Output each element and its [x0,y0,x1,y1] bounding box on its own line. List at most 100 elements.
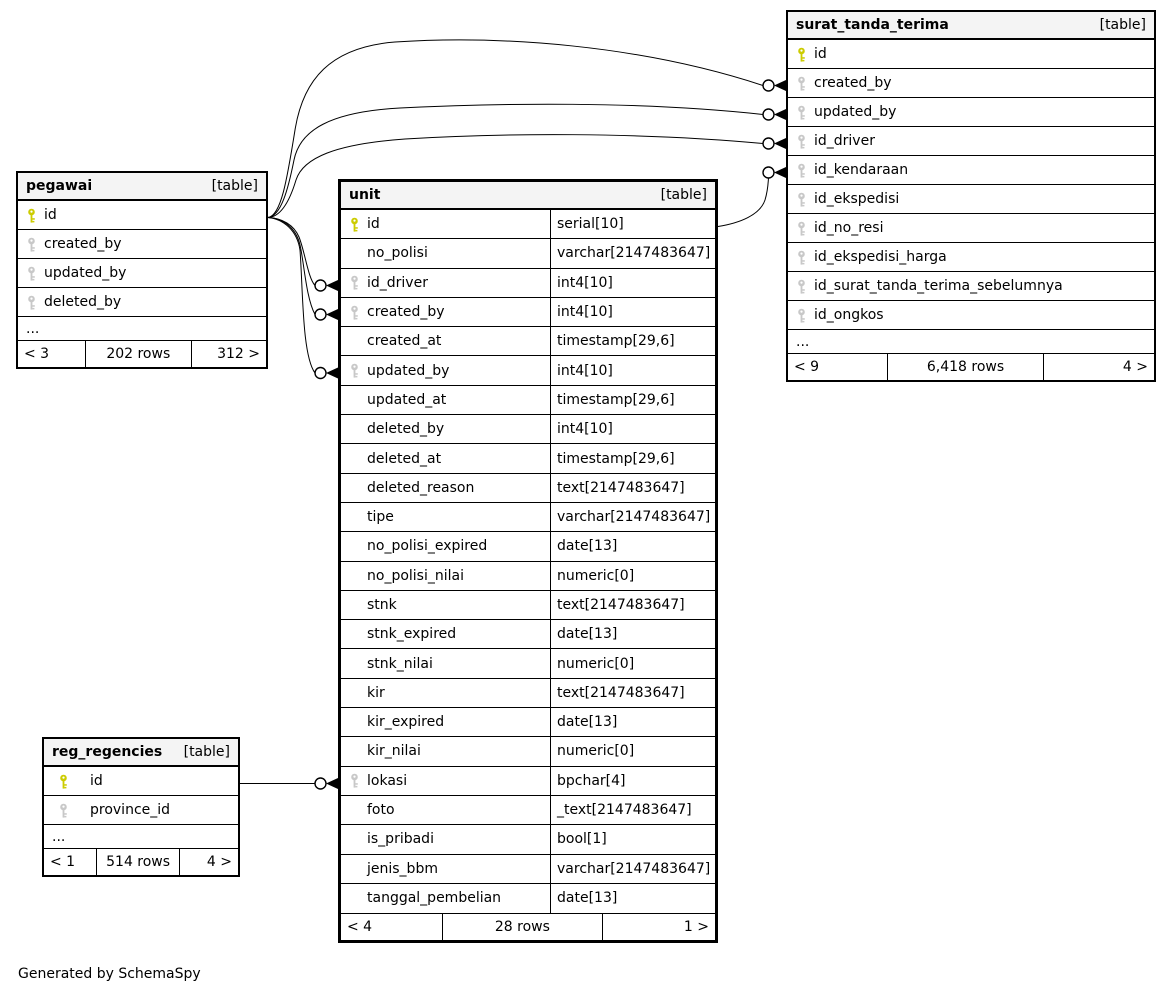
table-header-unit[interactable]: unit [table] [341,182,715,210]
foreign-key-icon [795,279,807,294]
table-header-pegawai[interactable]: pegawai [table] [18,173,266,201]
fk-edge-pegawai-id-to-unit-updated_by [267,217,338,380]
column-name-cell: id [341,210,550,238]
column-type: serial[10] [550,210,715,239]
fk-line [267,217,316,374]
column-name-cell: tanggal_pembelian [341,884,550,913]
column-name: updated_by [814,104,897,120]
column-name: created_by [367,304,445,321]
column-name-cell: kir_expired [341,708,550,736]
column-name: no_polisi_nilai [367,567,464,584]
primary-key-icon [795,47,807,62]
footer-row-count: 514 rows [96,849,180,875]
fk-line [267,134,764,218]
footer-parents-count: 312 > [217,346,260,362]
column-type: varchar[2147483647] [550,239,715,268]
column-row-reg_regencies-id[interactable]: id [44,767,238,796]
column-name-cell: created_by [18,230,266,258]
column-row-reg_regencies-province_id[interactable]: province_id [44,796,238,825]
column-name: is_pribadi [367,831,434,848]
column-name: id_no_resi [814,220,884,236]
fk-circle-icon [314,308,327,321]
column-row-surat_tanda_terima-id_surat_tanda_terima_sebelumnya[interactable]: id_surat_tanda_terima_sebelumnya [788,272,1154,301]
table-name: reg_regencies [52,744,163,760]
column-row-surat_tanda_terima-id[interactable]: id [788,40,1154,69]
column-name-cell: no_polisi [341,239,550,267]
column-name: jenis_bbm [367,860,438,877]
column-name: id_ekspedisi [814,191,900,207]
foreign-key-icon [25,237,37,252]
column-row-unit-foto[interactable]: foto_text[2147483647] [341,795,715,826]
column-name-cell: id_driver [341,269,550,297]
foreign-key-icon [795,308,807,323]
fk-arrow-icon [326,309,338,320]
column-row-surat_tanda_terima-updated_by[interactable]: updated_by [788,98,1154,127]
fk-arrow-icon [774,138,786,149]
column-row-surat_tanda_terima-id_kendaraan[interactable]: id_kendaraan [788,156,1154,185]
table-type-badge: [table] [211,178,258,194]
column-name-cell: id_ekspedisi [788,185,1154,213]
column-row-surat_tanda_terima-id_ongkos[interactable]: id_ongkos [788,301,1154,330]
column-row-surat_tanda_terima-id_driver[interactable]: id_driver [788,127,1154,156]
column-name-cell: id [44,767,238,795]
column-name-cell: tipe [341,503,550,531]
column-name-cell: updated_by [788,98,1154,126]
column-name-cell: stnk_expired [341,620,550,648]
column-name: updated_at [367,391,447,408]
table-footer: < 4 28 rows 1 > [341,913,715,941]
fk-circle-icon [762,108,775,121]
footer-children-count: < 3 [24,346,50,362]
column-row-surat_tanda_terima-id_ekspedisi[interactable]: id_ekspedisi [788,185,1154,214]
column-name-cell: stnk [341,591,550,619]
column-row-surat_tanda_terima-id_no_resi[interactable]: id_no_resi [788,214,1154,243]
generator-credit: Generated by SchemaSpy [18,966,201,982]
column-row-pegawai-updated_by[interactable]: updated_by [18,259,266,288]
foreign-key-icon [57,803,69,818]
column-type: date[13] [550,708,715,737]
column-name-cell: updated_at [341,386,550,414]
footer-row-count: 28 rows [441,914,603,941]
column-type: date[13] [550,620,715,649]
column-name-cell: province_id [44,796,238,824]
footer-parents-count: 1 > [683,919,709,936]
column-row-pegawai-deleted_by[interactable]: deleted_by [18,288,266,317]
column-row-pegawai-id[interactable]: id [18,201,266,230]
column-row-surat_tanda_terima-created_by[interactable]: created_by [788,69,1154,98]
table-footer: < 3 202 rows 312 > [18,340,266,367]
table-header-surat-tanda-terima[interactable]: surat_tanda_terima [table] [788,12,1154,40]
footer-parents-count: 4 > [1122,359,1148,375]
column-name: created_at [367,333,442,350]
fk-circle-icon [762,137,775,150]
column-name: id_ongkos [814,307,884,323]
column-row-surat_tanda_terima-id_ekspedisi_harga[interactable]: id_ekspedisi_harga [788,243,1154,272]
column-row-pegawai-created_by[interactable]: created_by [18,230,266,259]
table-header-reg-regencies[interactable]: reg_regencies [table] [44,739,238,767]
fk-line [267,39,764,218]
